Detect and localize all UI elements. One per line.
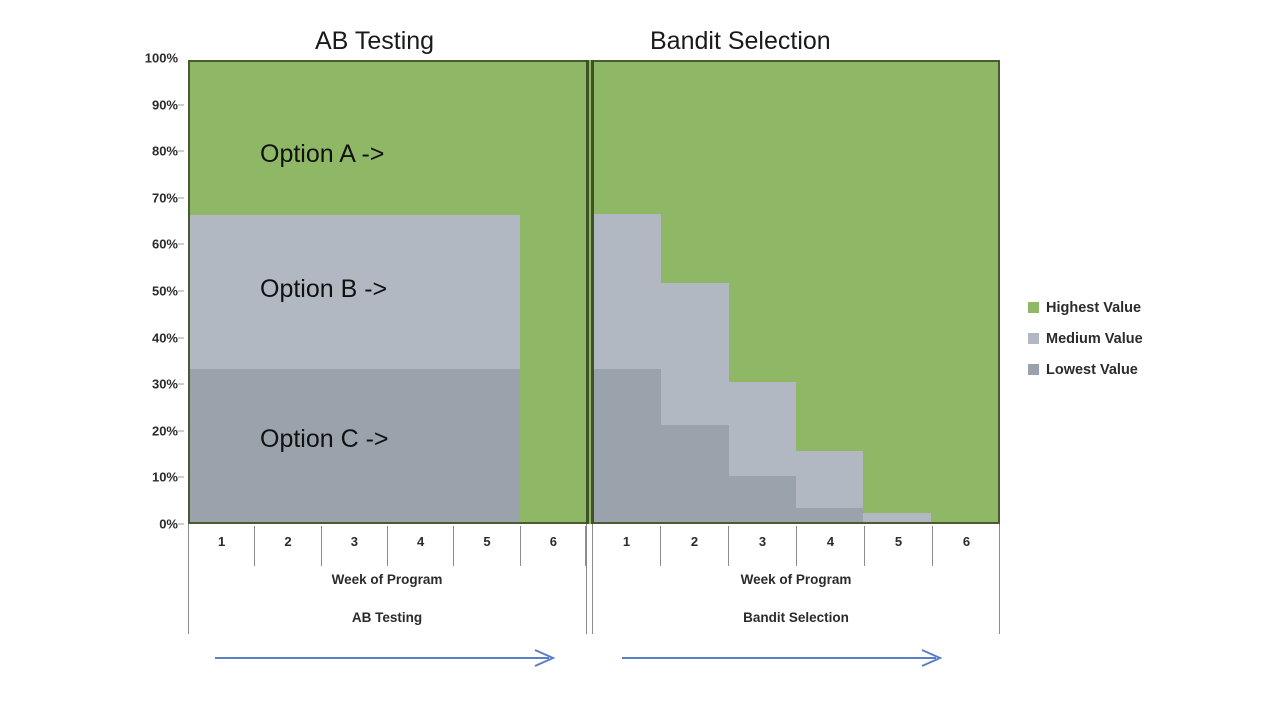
legend-item[interactable]: Lowest Value bbox=[1028, 354, 1228, 385]
area-segment bbox=[388, 368, 454, 522]
x-axis-tick-label: 5 bbox=[453, 526, 519, 566]
x-axis-tick-label: 2 bbox=[254, 526, 320, 566]
progress-arrow-ab-testing bbox=[213, 645, 563, 671]
area-segment bbox=[453, 215, 520, 369]
y-axis-tick-mark bbox=[178, 104, 184, 106]
arrow-right-icon bbox=[622, 649, 943, 667]
legend-swatch-icon bbox=[1028, 302, 1039, 313]
area-segment bbox=[796, 450, 864, 509]
area-segment bbox=[190, 368, 256, 522]
annotation-option-b: Option B -> bbox=[260, 275, 388, 303]
y-axis-tick-label: 20% bbox=[151, 423, 178, 439]
y-axis-tick-mark bbox=[178, 150, 184, 152]
area-segment bbox=[594, 213, 662, 369]
arrow-right-icon bbox=[215, 649, 556, 667]
panel-bandit-selection bbox=[594, 62, 998, 522]
y-axis-tick-label: 30% bbox=[151, 376, 178, 392]
y-axis-tick-mark bbox=[178, 290, 184, 292]
area-segment bbox=[661, 425, 729, 522]
y-axis-tick-label: 80% bbox=[151, 143, 178, 159]
axis-label-ab-week: Week of Program bbox=[331, 572, 443, 587]
area-segment bbox=[255, 215, 322, 369]
annotation-option-c: Option C -> bbox=[260, 425, 389, 453]
area-segment bbox=[321, 368, 388, 522]
x-axis-tick-label: 4 bbox=[796, 526, 864, 566]
area-segment bbox=[796, 508, 864, 522]
y-axis-tick-label: 70% bbox=[151, 190, 178, 206]
y-axis-tick-mark bbox=[178, 523, 184, 525]
panel-title-bandit-selection: Bandit Selection bbox=[650, 27, 831, 55]
x-axis-tick-label: 5 bbox=[864, 526, 932, 566]
area-segment bbox=[321, 215, 388, 369]
area-segment bbox=[190, 215, 256, 369]
y-axis-tick-label: 90% bbox=[151, 97, 178, 113]
area-segment bbox=[728, 476, 796, 522]
area-segment bbox=[661, 282, 729, 426]
area-segment bbox=[388, 215, 454, 369]
annotation-option-a: Option A -> bbox=[260, 140, 385, 168]
area-segment bbox=[863, 512, 931, 522]
axis-sublabel-bandit: Bandit Selection bbox=[743, 610, 849, 625]
y-axis-tick-mark bbox=[178, 430, 184, 432]
legend-item-label: Lowest Value bbox=[1046, 361, 1138, 378]
y-axis: 100% 90% 80% 70% 60% 50% 40% 30% 20% 10% 0% bbox=[128, 51, 184, 532]
panel-ab-testing bbox=[190, 62, 586, 522]
y-axis-tick-label: 0% bbox=[159, 516, 178, 532]
x-axis-tick-label: 4 bbox=[386, 526, 453, 566]
y-axis-tick-label: 50% bbox=[151, 283, 178, 299]
area-segment bbox=[728, 381, 796, 476]
y-axis-tick-mark bbox=[178, 243, 184, 245]
area-segment bbox=[453, 368, 520, 522]
panel-title-ab-testing: AB Testing bbox=[315, 27, 435, 55]
area-segment bbox=[594, 368, 662, 522]
y-axis-tick-mark bbox=[178, 383, 184, 385]
axis-frame-tick bbox=[592, 524, 593, 634]
x-axis-tick-label: 6 bbox=[519, 526, 587, 566]
y-axis-tick-label: 100% bbox=[144, 50, 178, 66]
y-axis-tick-label: 60% bbox=[151, 236, 178, 252]
area-segment bbox=[255, 368, 322, 522]
axis-frame-tick bbox=[188, 524, 189, 634]
y-axis-tick-label: 40% bbox=[151, 330, 178, 346]
axis-sublabel-ab: AB Testing bbox=[351, 610, 423, 625]
axis-label-bandit-week: Week of Program bbox=[740, 572, 852, 587]
axis-frame-tick bbox=[586, 524, 587, 634]
y-axis-tick-mark bbox=[178, 337, 184, 339]
progress-arrow-bandit-selection bbox=[620, 645, 950, 671]
legend-item-label: Highest Value bbox=[1046, 299, 1142, 316]
axis-frame-tick bbox=[999, 524, 1000, 634]
x-axis-tick-label: 3 bbox=[320, 526, 387, 566]
x-axis-tick-label: 2 bbox=[660, 526, 728, 566]
x-axis-tick-label: 6 bbox=[932, 526, 1000, 566]
panel-divider bbox=[586, 60, 594, 524]
y-axis-tick-label: 10% bbox=[151, 469, 178, 485]
legend-swatch-icon bbox=[1028, 333, 1039, 344]
y-axis-tick-mark bbox=[178, 197, 184, 199]
plot-area: Option A -> Option B -> Option C -> bbox=[188, 60, 1000, 524]
legend-item[interactable]: Medium Value bbox=[1028, 323, 1228, 354]
legend-item[interactable]: Highest Value bbox=[1028, 292, 1228, 323]
legend-swatch-icon bbox=[1028, 364, 1039, 375]
legend-item-label: Medium Value bbox=[1046, 330, 1143, 347]
x-axis-tick-label: 1 bbox=[592, 526, 660, 566]
x-axis-tick-label: 1 bbox=[188, 526, 254, 566]
x-axis-tick-label: 3 bbox=[728, 526, 796, 566]
y-axis-tick-mark bbox=[178, 476, 184, 478]
